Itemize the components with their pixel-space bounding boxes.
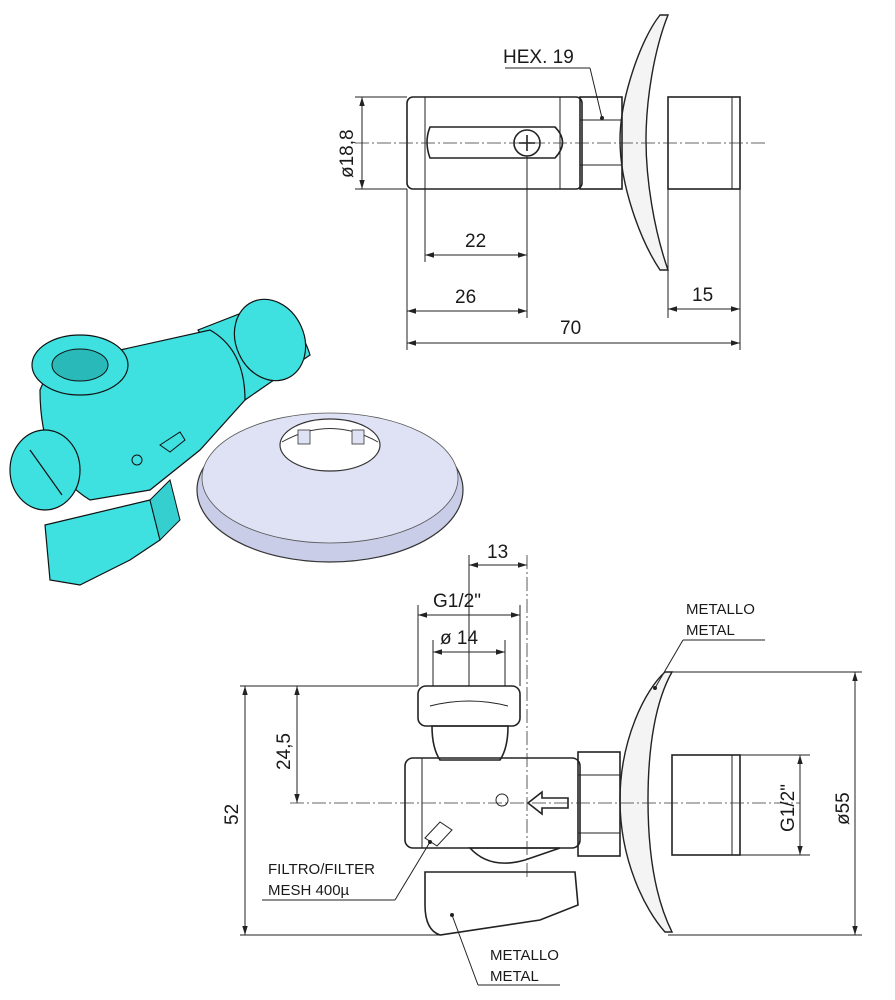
dim-22: 22 — [465, 231, 486, 252]
dim-70: 70 — [560, 318, 581, 339]
note-metal-top-line2: METAL — [686, 622, 735, 639]
dim-24-5: 24,5 — [274, 733, 295, 770]
top-lever-handle — [426, 126, 564, 159]
side-outlet-thread — [671, 754, 741, 856]
note-metal-bottom-line2: METAL — [490, 968, 539, 985]
side-lever-handle — [424, 871, 579, 936]
side-view: 13 G1/2" ø 14 24,5 52 G1/2" ø55 MET — [222, 542, 862, 986]
top-view: HEX. 19 ø18,8 22 26 15 70 — [337, 14, 765, 350]
dim-thread-top: G1/2" — [433, 591, 481, 612]
note-filter-line2: MESH 400µ — [268, 882, 350, 899]
dim-13: 13 — [487, 542, 508, 563]
side-inlet-nut — [417, 685, 521, 727]
note-metal-bottom-line1: METALLO — [490, 947, 559, 964]
dim-thread-right: G1/2" — [778, 784, 799, 832]
note-metal-top-line1: METALLO — [686, 601, 755, 618]
note-filter-line1: FILTRO/FILTER — [268, 861, 375, 878]
rosette-3d — [196, 412, 464, 563]
valve-body-3d — [9, 298, 311, 586]
side-rosette-profile — [619, 671, 674, 933]
valve-3d-illustration — [9, 298, 464, 586]
top-rosette-profile — [619, 14, 670, 271]
dim-diameter-14: ø 14 — [440, 628, 478, 649]
dim-diameter-55: ø55 — [833, 792, 854, 825]
hex-size-label: HEX. 19 — [503, 47, 574, 68]
dim-52: 52 — [222, 804, 243, 825]
dim-diameter-18-8: ø18,8 — [337, 129, 358, 178]
dim-15: 15 — [692, 285, 713, 306]
dim-26: 26 — [455, 287, 476, 308]
